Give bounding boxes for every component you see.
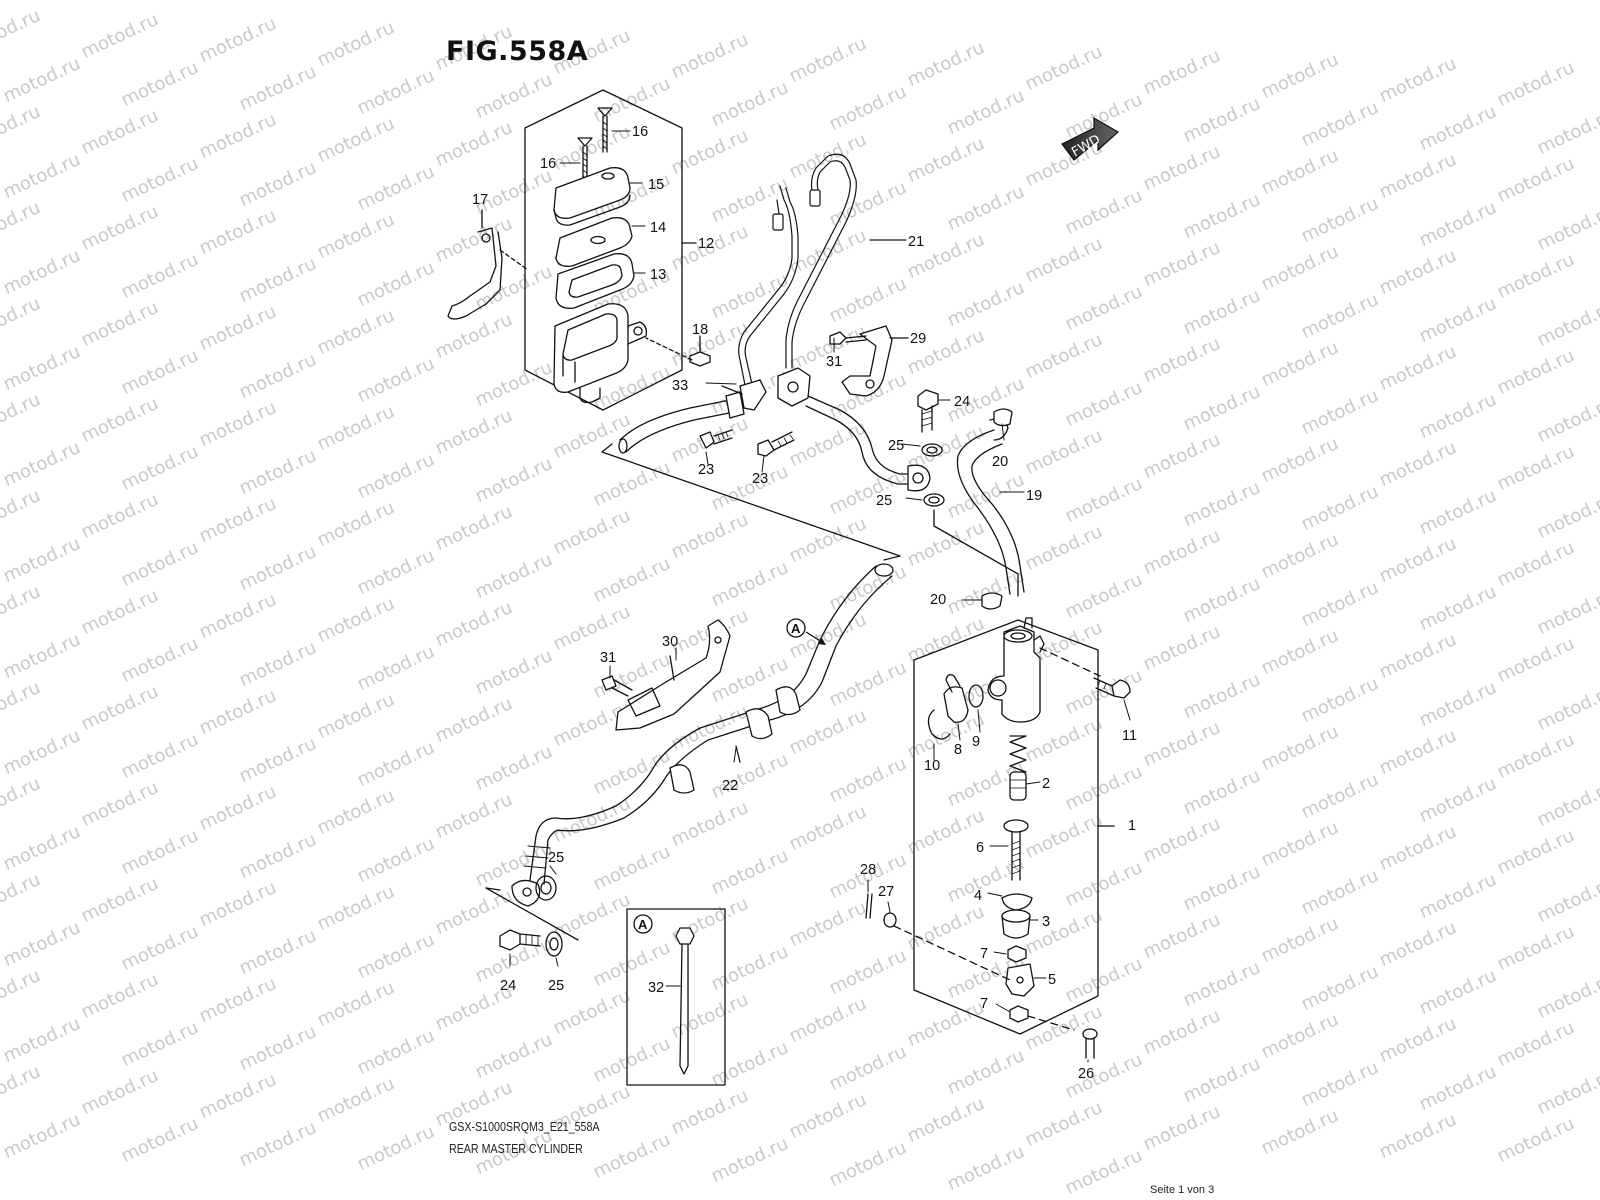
part-callout-p25b: 25: [876, 493, 892, 509]
reservoir-body: [553, 303, 648, 404]
part-callout-p26: 26: [1078, 1066, 1094, 1082]
part-callout-p17: 17: [472, 192, 488, 208]
part-callout-p30: 30: [662, 634, 678, 650]
pushrod-6: [1003, 819, 1029, 881]
part-callout-p28: 28: [860, 862, 876, 878]
pin-26: [1082, 1028, 1098, 1059]
brake-pipe-21: [738, 153, 907, 386]
diaphragm-plate-14: [555, 217, 633, 267]
part-callout-p20a: 20: [992, 454, 1008, 470]
brake-hose-22: [511, 563, 894, 907]
washer-25-upper: [921, 443, 943, 457]
washer-25-hose-end: [535, 875, 557, 901]
fwd-arrow: FWD: [1061, 116, 1120, 161]
marker-a-inset: A: [633, 914, 653, 934]
cable-tie-32: [675, 927, 695, 1075]
part-callout-p31b: 31: [600, 650, 616, 666]
cotter-pin-28: [865, 893, 873, 919]
part-callout-p9: 9: [972, 734, 980, 750]
part-callout-p27: 27: [878, 884, 894, 900]
part-callout-p24b: 24: [500, 978, 516, 994]
part-callout-p11: 11: [1122, 728, 1137, 744]
hose-clamp-20-lower: [981, 592, 1003, 610]
part-callout-p7a: 7: [980, 946, 988, 962]
page-indicator: Seite 1 von 3: [1150, 1184, 1215, 1196]
figure-description: REAR MASTER CYLINDER: [449, 1141, 583, 1156]
part-callout-p4: 4: [974, 888, 982, 904]
marker-a-hose: A: [786, 618, 826, 645]
part-callout-p29: 29: [910, 331, 926, 347]
reservoir-hose: [618, 391, 745, 454]
clevis-5: [1005, 963, 1035, 997]
part-callout-p3: 3: [1042, 914, 1050, 930]
master-cylinder-body: [987, 617, 1045, 723]
part-callout-p13: 13: [650, 267, 666, 283]
part-callout-p25c: 25: [548, 850, 564, 866]
part-callout-p8: 8: [954, 742, 962, 758]
screw-18: [645, 335, 711, 367]
spring-2: [1009, 735, 1027, 801]
reservoir-group-outline: [524, 89, 683, 411]
washer-25-lower: [545, 931, 563, 957]
bolt-31-lower: [601, 675, 633, 697]
outlet-hose: [805, 395, 931, 492]
inset-box-a: [626, 908, 726, 1086]
screw-16-upper: [597, 107, 613, 153]
part-callout-p7b: 7: [980, 996, 988, 1012]
washer-25-mid: [923, 493, 945, 507]
diaphragm-13: [555, 253, 635, 309]
reservoir-cap-15: [553, 167, 631, 226]
clamp-30: [615, 619, 731, 731]
part-callout-p2: 2: [1042, 776, 1050, 792]
nut-7-lower: [1009, 1005, 1029, 1023]
part-callout-p33: 33: [672, 378, 688, 394]
part-callout-p6: 6: [976, 840, 984, 856]
figure-title: FIG.558A: [446, 36, 589, 67]
banjo-bolt-24-lower: [499, 929, 541, 951]
circlip-10: [927, 709, 951, 740]
bolt-23-right: [757, 431, 795, 457]
part-callout-p16a: 16: [632, 124, 648, 140]
hose-connector-8: [943, 674, 969, 723]
part-callout-p14: 14: [650, 220, 666, 236]
part-callout-p15: 15: [648, 177, 664, 193]
bolt-23-left: [699, 429, 733, 449]
hose-joint: [739, 367, 811, 411]
bracket-29: [841, 325, 909, 397]
model-code: GSX-S1000SRQM3_E21_558A: [449, 1119, 600, 1134]
bolt-11: [1093, 677, 1131, 699]
hose-clamp-20-upper: [993, 408, 1013, 427]
master-cylinder-group-outline: [913, 619, 1099, 1035]
supply-hose-19: [956, 418, 1025, 595]
o-ring-9: [968, 684, 984, 708]
part-callout-p25d: 25: [548, 978, 564, 994]
part-callout-p25a: 25: [888, 438, 904, 454]
bracket-17: [447, 209, 529, 320]
part-callout-p22: 22: [722, 778, 738, 794]
part-callout-p19: 19: [1026, 488, 1042, 504]
circlip-4: [1001, 893, 1033, 911]
part-callout-p24a: 24: [954, 394, 970, 410]
part-callout-p12: 12: [698, 236, 714, 252]
washer-27: [883, 912, 897, 928]
part-callout-p1: 1: [1128, 818, 1136, 834]
part-callout-p21: 21: [908, 234, 924, 250]
part-callout-p10: 10: [924, 758, 940, 774]
boot-3: [1001, 909, 1031, 939]
nut-7-upper: [1007, 945, 1027, 963]
part-callout-p5: 5: [1048, 972, 1056, 988]
marker-a-label: A: [791, 621, 801, 636]
banjo-bolt-24-upper: [917, 389, 939, 433]
part-callout-p18: 18: [692, 322, 708, 338]
inset-marker-label: A: [638, 917, 648, 932]
part-callout-p23a: 23: [698, 462, 714, 478]
part-callout-p31a: 31: [826, 354, 842, 370]
part-callout-p20b: 20: [930, 592, 946, 608]
part-callout-p16b: 16: [540, 156, 556, 172]
part-callout-p23b: 23: [752, 471, 768, 487]
part-callout-p32: 32: [648, 980, 664, 996]
